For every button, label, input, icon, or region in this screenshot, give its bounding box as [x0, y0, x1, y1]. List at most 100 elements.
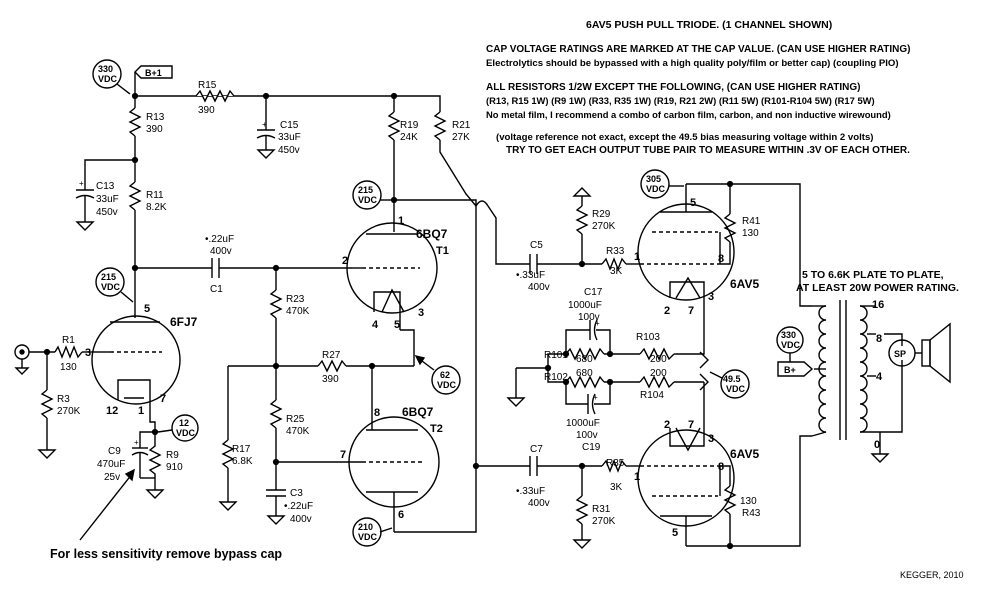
- r29-value: 270K: [592, 221, 616, 232]
- voltage-305-value: 305: [646, 174, 661, 184]
- cathode: [117, 379, 151, 400]
- capacitor-c17-plate: [593, 319, 598, 341]
- sensitivity-note: For less sensitivity remove bypass cap: [50, 547, 282, 561]
- c5-rating: 400v: [528, 282, 550, 293]
- cap-note-2: Electrolytics should be bypassed with a …: [486, 58, 899, 69]
- resistor-r29: [575, 205, 589, 235]
- ground-icon: [506, 397, 526, 407]
- input-jack-center: [19, 349, 25, 355]
- r17-value: 6.8K: [232, 456, 253, 467]
- resistor-r35: [601, 459, 627, 473]
- ground-icon: [218, 501, 238, 511]
- pointer-line: [120, 291, 134, 303]
- ground-icon: [572, 187, 592, 197]
- resistor-r3: [40, 389, 54, 419]
- wire: [720, 465, 731, 486]
- resistor-r104: [639, 375, 675, 389]
- capacitor-c9-plate: [131, 451, 149, 456]
- c7-rating: 400v: [528, 498, 550, 509]
- voltage-bubble-62: [431, 365, 461, 395]
- voltage-bubble-330: [92, 59, 122, 89]
- junction-dot: [726, 542, 734, 550]
- wire: [149, 400, 156, 432]
- voltage-note-2: TRY TO GET EACH OUTPUT TUBE PAIR TO MEAS…: [506, 145, 910, 156]
- c1-rating: 400v: [210, 246, 232, 257]
- polarity-plus: +: [79, 179, 84, 188]
- r21-label: R21: [452, 120, 471, 131]
- pointer-line: [709, 371, 723, 379]
- c3-value: •.22uF: [284, 501, 313, 512]
- r3-value: 270K: [57, 406, 81, 417]
- r43-label: R43: [742, 508, 761, 519]
- capacitor-c15-plate: [256, 134, 276, 139]
- voltage-12-value: 12: [179, 418, 189, 428]
- tube-6fj7-label: 6FJ7: [170, 315, 198, 329]
- voltage-unit: VDC: [98, 74, 118, 84]
- r104-label: R104: [640, 390, 664, 401]
- resistor-r15: [195, 89, 235, 103]
- junction-dot: [472, 462, 480, 470]
- capacitor-c13-plate: [75, 194, 95, 199]
- r15-value: 390: [198, 105, 215, 116]
- c17-value: 1000uF: [568, 300, 602, 311]
- voltage-495-value: 49.5: [723, 374, 741, 384]
- wire: [394, 199, 477, 533]
- speaker-magnet: [921, 339, 931, 367]
- r1-label: R1: [62, 335, 75, 346]
- r29-label: R29: [592, 209, 611, 220]
- resistor-note-2: (R13, R15 1W) (R9 1W) (R33, R35 1W) (R19…: [486, 95, 875, 106]
- voltage-unit: VDC: [781, 340, 801, 350]
- pin-label: 12: [106, 405, 118, 417]
- resistor-r1: [54, 345, 83, 359]
- resistor-r27: [317, 359, 347, 373]
- pin-label: 3: [708, 433, 714, 445]
- pointer-line: [379, 527, 393, 533]
- tube-6bq7-t1: [346, 222, 438, 314]
- c13-label: C13: [96, 181, 115, 192]
- tube-t2-label: T2: [430, 423, 443, 435]
- r33-value: 3K: [610, 266, 623, 277]
- junction-dot: [726, 180, 734, 188]
- r104-value: 200: [650, 368, 667, 379]
- pin-label: 4: [372, 319, 379, 331]
- r9-label: R9: [166, 450, 179, 461]
- ground-icon: [870, 453, 890, 463]
- tube-6fj7: [91, 315, 181, 405]
- r19-value: 24K: [400, 132, 418, 143]
- voltage-330-value: 330: [98, 64, 113, 74]
- voltage-note-1: (voltage reference not exact, except the…: [496, 132, 873, 143]
- pin-label: 2: [342, 255, 348, 267]
- wire-crossover: [475, 200, 489, 207]
- r17-label: R17: [232, 444, 251, 455]
- r3-label: R3: [57, 394, 70, 405]
- wire: [811, 431, 827, 437]
- r31-value: 270K: [592, 516, 616, 527]
- voltage-unit: VDC: [176, 428, 196, 438]
- r43-value: 130: [740, 496, 757, 507]
- c19-label: C19: [582, 442, 601, 453]
- pin-label: 3: [708, 291, 714, 303]
- pin-label: 1: [398, 215, 404, 227]
- wire: [880, 360, 903, 433]
- r15-label: R15: [198, 80, 217, 91]
- pin-label: 3: [85, 347, 91, 359]
- pin-label: 1: [634, 471, 640, 483]
- voltage-62-value: 62: [440, 370, 450, 380]
- junction-dot: [562, 350, 570, 358]
- c5-label: C5: [530, 240, 543, 251]
- voltage-unit: VDC: [646, 184, 666, 194]
- tube-t1-label: T1: [436, 245, 449, 257]
- polarity-plus: +: [595, 319, 600, 328]
- wire: [516, 353, 566, 369]
- c3-label: C3: [290, 488, 303, 499]
- wire: [84, 159, 135, 190]
- r27-value: 390: [322, 374, 339, 385]
- r11-value: 8.2K: [146, 202, 167, 213]
- polarity-plus: +: [134, 438, 139, 447]
- pin-label: 3: [418, 307, 424, 319]
- wire: [676, 298, 705, 355]
- cathode: [669, 428, 705, 447]
- tube-t2-type: 6BQ7: [402, 405, 434, 419]
- voltage-bubble-215: [95, 267, 125, 297]
- bplus-flag: [777, 361, 814, 377]
